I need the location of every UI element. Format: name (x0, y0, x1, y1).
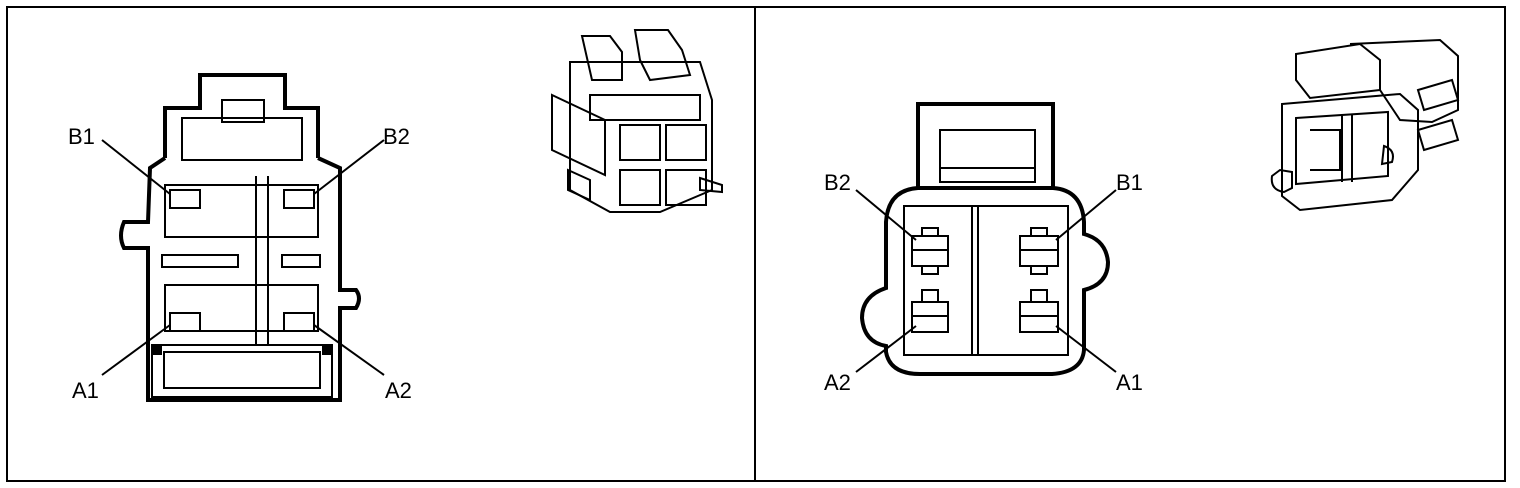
leader-b2-left (313, 139, 385, 195)
leader-a1-left (101, 324, 171, 376)
leader-a1-right (1055, 325, 1117, 373)
pin-label-a2-right: A2 (824, 370, 851, 395)
left-connector-face (119, 73, 361, 402)
pin-label-a1-left: A1 (72, 378, 99, 403)
connector-3d-view-icon (551, 29, 723, 213)
pin-a2-right (911, 289, 949, 333)
diagram-frame (6, 6, 1506, 482)
pin-b1-right (1019, 227, 1059, 275)
leader-a2-right (855, 325, 917, 373)
pin-label-a2-left: A2 (385, 378, 412, 403)
leader-b1-left (101, 139, 171, 195)
pin-label-b1-right: B1 (1116, 170, 1143, 195)
leader-b2-right (855, 189, 917, 241)
panel-divider (754, 6, 756, 482)
pin-label-b1-left: B1 (68, 124, 95, 149)
pin-label-a1-right: A1 (1116, 370, 1143, 395)
leader-b1-right (1055, 189, 1117, 241)
leader-a2-left (313, 324, 385, 376)
right-connector-face (859, 102, 1111, 376)
pin-a1-right (1019, 289, 1059, 333)
connector-3d-view-icon (1270, 38, 1460, 212)
pin-b2-right (911, 227, 949, 275)
pin-label-b2-left: B2 (383, 124, 410, 149)
pin-label-b2-right: B2 (824, 170, 851, 195)
